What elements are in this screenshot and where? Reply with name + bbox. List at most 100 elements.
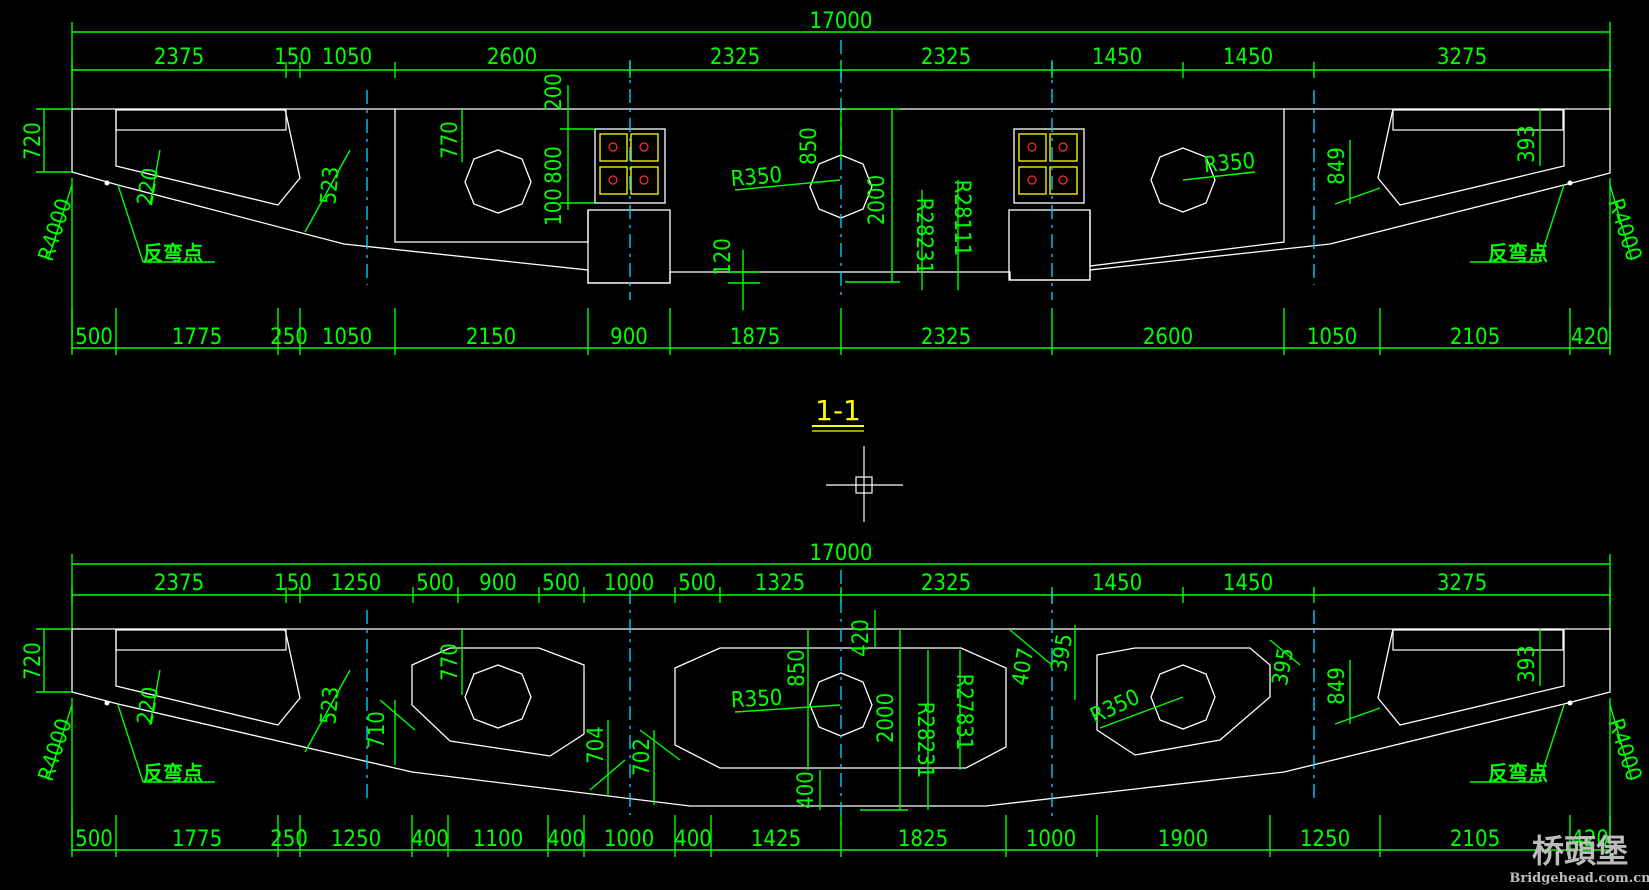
top-beam-outline <box>71 108 1611 284</box>
bottom-dim-13: 3275 <box>1437 571 1487 596</box>
bottom-r350-a: R350 <box>730 686 783 714</box>
top-bot-dim-7: 1875 <box>730 325 780 350</box>
top-labels: 720 220 523 R4000 反弯点 770 200 800 100 R3… <box>21 73 1646 276</box>
top-bot-dim-12: 420 <box>1571 325 1609 350</box>
bottom-hole-left <box>464 664 532 729</box>
bottom-dim-4: 500 <box>416 571 454 596</box>
bottom-r27831: R27831 <box>951 674 976 751</box>
section-label: 1-1 <box>815 394 861 427</box>
top-d220: 220 <box>133 166 164 208</box>
bottom-dim-9: 1325 <box>755 571 805 596</box>
top-hole-left <box>464 149 532 214</box>
top-d800: 800 <box>542 146 567 184</box>
top-dim-7: 1450 <box>1092 45 1142 70</box>
bottom-overall-dimension: 17000 <box>71 541 1611 630</box>
bottom-d220: 220 <box>133 685 164 727</box>
top-dim-3: 1050 <box>322 45 372 70</box>
top-overall-dimension: 17000 <box>71 9 1611 110</box>
top-d523: 523 <box>316 166 344 206</box>
bottom-inflection-right: 反弯点 <box>1488 761 1548 785</box>
watermark-logo: 桥頭堡 <box>1532 832 1628 870</box>
bottom-bot-dim-11: 1825 <box>898 827 948 852</box>
bottom-overall-label: 17000 <box>810 541 873 566</box>
bottom-h720: 720 <box>21 642 46 680</box>
bottom-bot-dim-15: 2105 <box>1450 827 1500 852</box>
bottom-dim-12: 1450 <box>1223 571 1273 596</box>
bottom-r28231: R28231 <box>912 702 937 779</box>
top-bot-dim-5: 2150 <box>466 325 516 350</box>
bottom-bot-dim-9: 400 <box>674 827 712 852</box>
bottom-inflection-left: 反弯点 <box>143 761 203 785</box>
top-r4000-left: R4000 <box>34 196 78 265</box>
top-dim-2: 150 <box>274 45 312 70</box>
bottom-beam-outline <box>71 628 1611 807</box>
top-bot-dim-8: 2325 <box>921 325 971 350</box>
bottom-d420: 420 <box>849 619 874 657</box>
bottom-r4000-left: R4000 <box>34 716 78 785</box>
bottom-bot-dim-2: 1775 <box>172 827 222 852</box>
top-bot-dim-10: 1050 <box>1307 325 1357 350</box>
bottom-bot-dim-14: 1250 <box>1300 827 1350 852</box>
bottom-bot-dim-6: 1100 <box>473 827 523 852</box>
top-view: 17000 2375 150 1050 2600 2325 2325 1450 … <box>21 9 1646 355</box>
bottom-d849: 849 <box>1325 667 1350 705</box>
top-dim-4: 2600 <box>487 45 537 70</box>
bottom-upper-dimension-chain: 2375 150 1250 500 900 500 1000 500 1325 … <box>71 571 1611 603</box>
bottom-dim-7: 1000 <box>604 571 654 596</box>
bottom-bot-dim-8: 1000 <box>604 827 654 852</box>
bottom-d400: 400 <box>794 771 819 809</box>
top-d120: 120 <box>711 238 736 276</box>
top-d770: 770 <box>438 121 463 159</box>
top-center-lines <box>366 40 1315 300</box>
bottom-opening-right <box>1096 647 1271 756</box>
bottom-d2000: 2000 <box>874 693 899 743</box>
top-d850: 850 <box>797 127 822 165</box>
top-upper-dimension-chain: 2375 150 1050 2600 2325 2325 1450 1450 3… <box>71 45 1611 78</box>
bottom-bot-dim-4: 1250 <box>331 827 381 852</box>
top-bot-dim-3: 250 <box>270 325 308 350</box>
top-bot-dim-4: 1050 <box>322 325 372 350</box>
top-lower-dimension-chain: 500 1775 250 1050 2150 900 1875 2325 260… <box>71 308 1611 355</box>
bottom-dim-3: 1250 <box>331 571 381 596</box>
top-d849: 849 <box>1325 147 1350 185</box>
top-r4000-right: R4000 <box>1602 196 1646 265</box>
top-dim-8: 1450 <box>1223 45 1273 70</box>
top-d393: 393 <box>1515 125 1540 163</box>
top-dim-9: 3275 <box>1437 45 1487 70</box>
watermark: 桥頭堡 Bridgehead.com.cn <box>1509 832 1649 886</box>
bottom-bot-dim-5: 400 <box>411 827 449 852</box>
bottom-d704: 704 <box>584 726 609 764</box>
top-h720: 720 <box>21 122 46 160</box>
top-hole-right <box>1150 147 1216 213</box>
top-d200: 200 <box>542 73 567 111</box>
bottom-bot-dim-3: 250 <box>270 827 308 852</box>
bearing-plate-right <box>1013 128 1085 204</box>
top-dim-6: 2325 <box>921 45 971 70</box>
bottom-d770: 770 <box>438 643 463 681</box>
bottom-d395-b: 395 <box>1268 646 1299 688</box>
bottom-bot-dim-13: 1900 <box>1158 827 1208 852</box>
bottom-center-lines <box>366 570 1315 830</box>
bottom-r4000-right: R4000 <box>1602 716 1646 785</box>
top-bot-dim-6: 900 <box>610 325 648 350</box>
watermark-url: Bridgehead.com.cn <box>1509 871 1649 886</box>
top-r28111: R28111 <box>949 180 974 257</box>
top-inflection-left: 反弯点 <box>143 241 203 265</box>
top-r350-b: R350 <box>1203 149 1257 178</box>
top-d2000: 2000 <box>865 175 890 225</box>
top-dim-5: 2325 <box>710 45 760 70</box>
bottom-dim-10: 2325 <box>921 571 971 596</box>
top-bot-dim-2: 1775 <box>172 325 222 350</box>
bottom-bot-dim-12: 1000 <box>1026 827 1076 852</box>
bottom-bot-dim-7: 400 <box>547 827 585 852</box>
bottom-bot-dim-16: 420 <box>1571 827 1609 852</box>
bottom-dim-8: 500 <box>678 571 716 596</box>
top-r350-a: R350 <box>730 163 784 192</box>
bottom-d850: 850 <box>785 649 810 687</box>
bottom-d523: 523 <box>316 686 344 726</box>
bottom-bot-dim-10: 1425 <box>751 827 801 852</box>
top-r28231: R28231 <box>911 198 936 275</box>
section-label-group: 1-1 <box>812 394 864 432</box>
bottom-d710: 710 <box>365 711 390 749</box>
